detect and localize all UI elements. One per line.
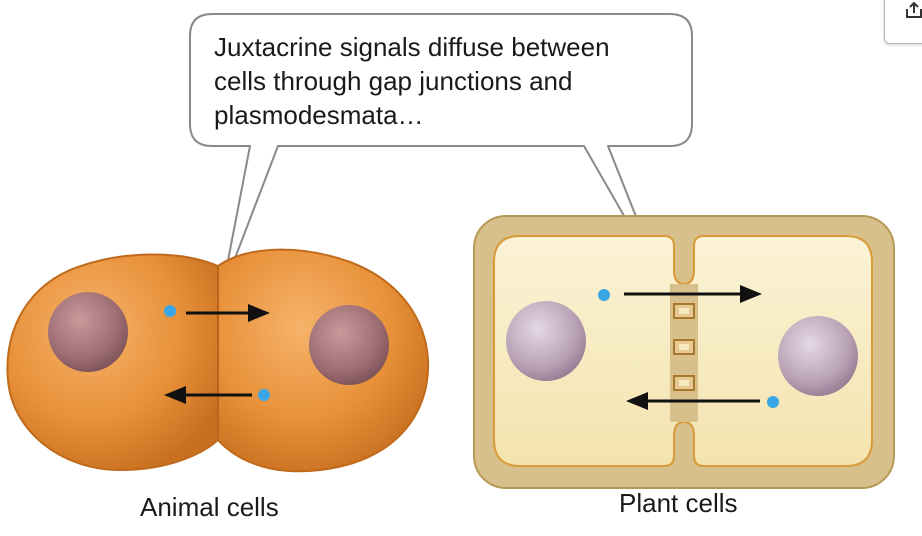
animal-cells-label: Animal cells [140,492,279,522]
export-icon [906,1,922,18]
export-button[interactable] [884,0,922,44]
plant-cells [473,215,895,489]
plant-cells-label: Plant cells [619,488,738,518]
animal-nucleus-left [48,292,128,372]
plant-nucleus-right [778,316,858,396]
callout-line: plasmodesmata… [214,100,424,130]
callout-text: Juxtacrine signals diffuse between cells… [214,30,684,132]
signal-molecule-icon [258,389,270,401]
signal-molecule-icon [767,396,779,408]
arrow-right-icon [624,285,762,303]
arrow-left-icon [626,392,760,410]
signal-molecule-icon [164,305,176,317]
animal-cells [6,248,430,473]
callout-line: cells through gap junctions and [214,66,573,96]
arrow-right-icon [186,304,270,322]
animal-nucleus-right [309,305,389,385]
plant-nucleus-left [506,301,586,381]
callout-line: Juxtacrine signals diffuse between [214,32,610,62]
callout-bubble [189,13,693,293]
signal-molecule-icon [598,289,610,301]
arrow-left-icon [164,386,252,404]
